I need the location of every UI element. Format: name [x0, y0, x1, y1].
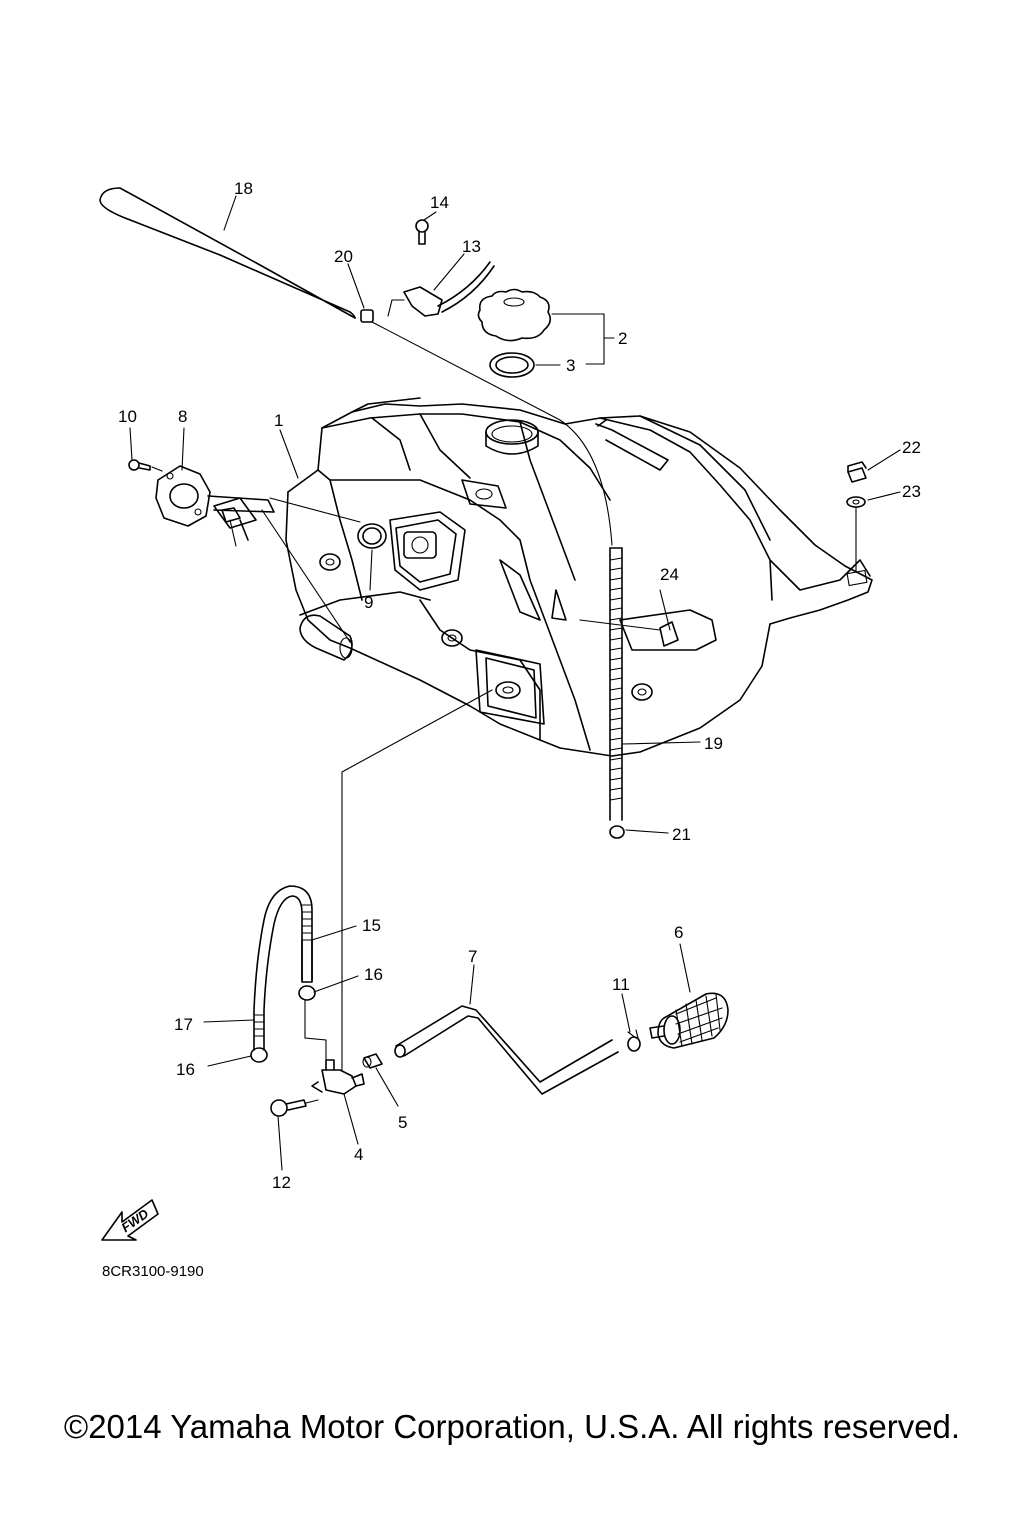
callout-8: 8 — [178, 407, 187, 426]
callout-2: 2 — [618, 329, 627, 348]
callout-15: 15 — [362, 916, 381, 935]
gasket-part-3 — [489, 352, 535, 378]
hose-clip-part-11 — [627, 1029, 641, 1052]
callout-22: 22 — [902, 438, 921, 457]
callout-12: 12 — [272, 1173, 291, 1192]
callout-24: 24 — [660, 565, 679, 584]
callout-20: 20 — [334, 247, 353, 266]
hose-part-15 — [301, 939, 313, 983]
copyright-notice: ©2014 Yamaha Motor Corporation, U.S.A. A… — [63, 1408, 961, 1445]
fuel-tank-part-1 — [285, 397, 873, 757]
fuel-hose-part-17 — [253, 885, 313, 1051]
callout-19: 19 — [704, 734, 723, 753]
plug-part-21 — [609, 825, 625, 839]
callout-21: 21 — [672, 825, 691, 844]
bracket-leader-2-3 — [551, 313, 605, 365]
callout-16-upper: 16 — [364, 965, 383, 984]
clip-part-20 — [360, 309, 374, 323]
callout-6: 6 — [674, 923, 683, 942]
callout-numbers: 1 2 3 4 5 6 7 8 9 10 11 12 13 14 15 16 1… — [118, 179, 921, 1192]
petcock-part-4 — [311, 1059, 365, 1095]
bracket-part-13 — [387, 261, 495, 317]
joint-part-5 — [362, 1053, 383, 1069]
callout-23: 23 — [902, 482, 921, 501]
callout-leaders — [129, 195, 901, 1171]
nut-part-22 — [847, 461, 867, 483]
breather-hose-part-18 — [99, 187, 356, 319]
callout-7: 7 — [468, 947, 477, 966]
washer-part-23 — [846, 496, 866, 508]
fuel-sender-part-8 — [155, 465, 361, 643]
clamp-part-16-upper — [298, 985, 316, 1001]
callout-17: 17 — [174, 1015, 193, 1034]
diagram-part-number: 8CR3100-9190 — [102, 1263, 204, 1280]
forward-direction-arrow: FWD — [101, 1199, 159, 1241]
bolt-part-14 — [415, 219, 429, 245]
fuel-cap-part-2 — [477, 288, 552, 342]
clamp-part-16-lower — [250, 1047, 268, 1063]
callout-11: 11 — [612, 975, 630, 994]
callout-18: 18 — [234, 179, 253, 198]
callout-5: 5 — [398, 1113, 407, 1132]
fuel-filter-part-6 — [649, 992, 729, 1049]
fuel-hose-part-7 — [394, 1005, 619, 1095]
callout-9: 9 — [364, 593, 373, 612]
petcock-leader-line — [341, 689, 493, 1071]
o-ring-part-9 — [357, 523, 387, 549]
callout-4: 4 — [354, 1145, 363, 1164]
callout-1: 1 — [274, 411, 283, 430]
callout-3: 3 — [566, 356, 575, 375]
drain-hose-part-19 — [609, 547, 623, 821]
callout-16-lower: 16 — [176, 1060, 195, 1079]
callout-10: 10 — [118, 407, 137, 426]
bolt-part-12 — [270, 1099, 319, 1117]
callout-13: 13 — [462, 237, 481, 256]
callout-14: 14 — [430, 193, 449, 212]
screw-part-10 — [128, 459, 163, 472]
